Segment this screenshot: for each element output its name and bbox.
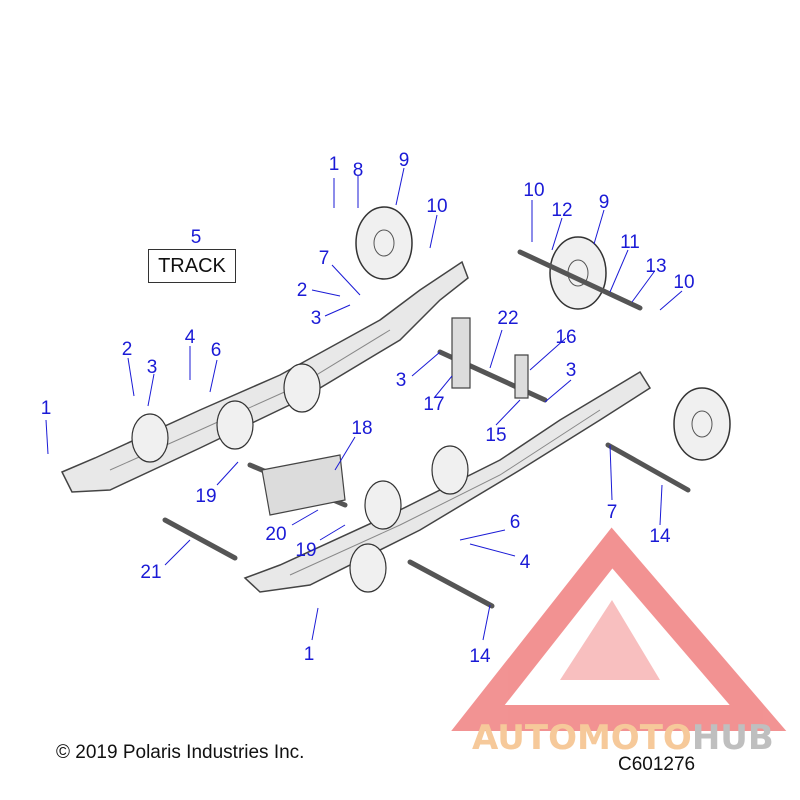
callout-12: 12 <box>551 200 572 221</box>
copyright-notice: © 2019 Polaris Industries Inc. <box>56 742 305 763</box>
rail-wheels <box>131 363 469 593</box>
watermark-brand-text: AUTOMOTOHUB <box>472 718 774 758</box>
callout-19: 19 <box>195 486 216 507</box>
callout-5: 5 <box>191 227 202 248</box>
callout-21: 21 <box>140 562 161 583</box>
wheel-upper-right <box>549 236 607 310</box>
callout-9: 9 <box>399 150 410 171</box>
left-rail <box>60 260 469 493</box>
mount-brackets <box>261 317 529 516</box>
callout-10: 10 <box>673 272 694 293</box>
callout-4: 4 <box>185 327 196 348</box>
diagram-code: C601276 <box>618 754 696 775</box>
callout-3: 3 <box>566 360 577 381</box>
callout-1: 1 <box>329 154 340 175</box>
callout-6: 6 <box>211 340 222 361</box>
callout-18: 18 <box>351 418 372 439</box>
leader-lines <box>45 167 683 641</box>
callout-7: 7 <box>319 248 330 269</box>
track-label-box: TRACK <box>148 249 236 283</box>
callout-14: 14 <box>649 526 671 547</box>
watermark-brand-part1: AUTOMOTO <box>472 718 692 758</box>
callout-15: 15 <box>485 425 506 446</box>
callout-17: 17 <box>423 394 444 415</box>
wheel-upper-left <box>355 206 413 280</box>
watermark-brand-part2: HUB <box>691 718 774 758</box>
callout-22: 22 <box>497 308 518 329</box>
callout-4: 4 <box>520 552 531 573</box>
callout-10: 10 <box>523 180 544 201</box>
callout-19: 19 <box>295 540 316 561</box>
watermark-logo <box>451 527 787 731</box>
callout-8: 8 <box>353 160 364 181</box>
callout-13: 13 <box>645 256 666 277</box>
callout-7: 7 <box>607 502 618 523</box>
callout-14: 14 <box>469 646 491 667</box>
callout-3: 3 <box>311 308 322 329</box>
callout-2: 2 <box>122 339 133 360</box>
wheel-far-right <box>673 387 731 461</box>
callout-10: 10 <box>426 196 447 217</box>
callout-3: 3 <box>147 357 158 378</box>
callout-20: 20 <box>265 524 286 545</box>
callout-1: 1 <box>41 398 52 419</box>
callout-16: 16 <box>555 327 576 348</box>
callout-1: 1 <box>304 644 315 665</box>
callout-3: 3 <box>396 370 407 391</box>
callout-9: 9 <box>599 192 610 213</box>
callout-6: 6 <box>510 512 521 533</box>
callout-2: 2 <box>297 280 308 301</box>
track-label: TRACK <box>158 254 226 277</box>
callout-11: 11 <box>620 232 640 253</box>
callout-labels: 1 8 9 10 10 12 9 11 13 10 5 7 2 3 22 16 … <box>41 150 695 667</box>
